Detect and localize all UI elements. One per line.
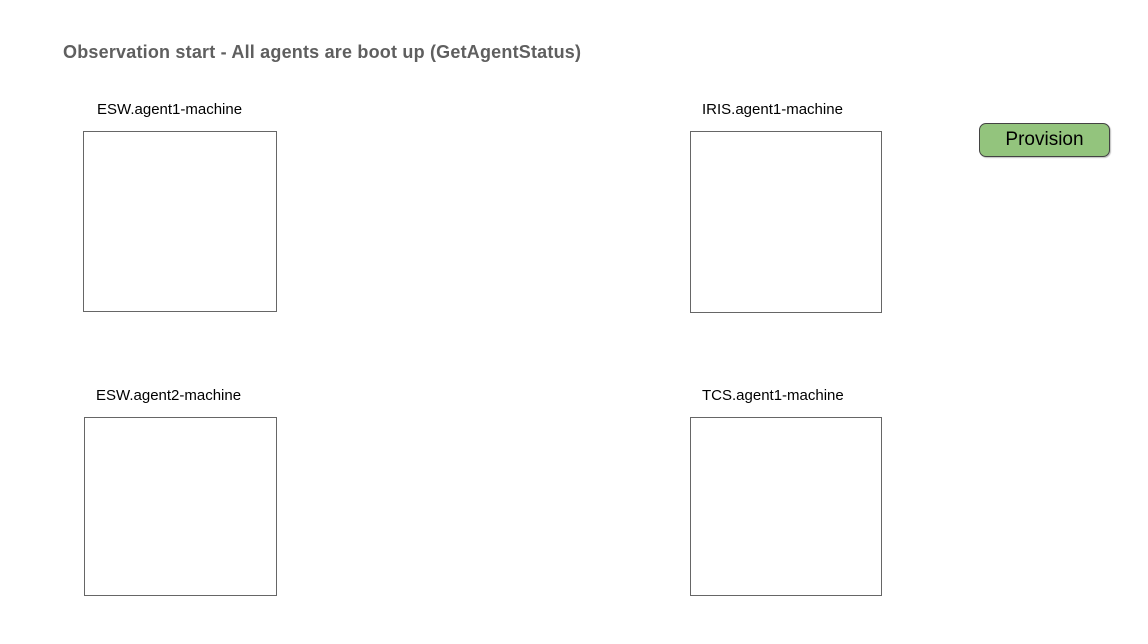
provision-button[interactable]: Provision: [979, 123, 1110, 157]
machine-panel-esw-agent1: ESW.agent1-machine: [83, 102, 277, 312]
machine-box: [84, 417, 277, 596]
machine-label: IRIS.agent1-machine: [702, 101, 843, 118]
machine-label: TCS.agent1-machine: [702, 387, 844, 404]
machine-box: [690, 417, 882, 596]
machine-box: [690, 131, 882, 313]
machine-panel-iris-agent1: IRIS.agent1-machine: [690, 102, 882, 313]
page-title: Observation start - All agents are boot …: [63, 42, 582, 62]
machine-panel-tcs-agent1: TCS.agent1-machine: [690, 388, 882, 596]
machine-label: ESW.agent1-machine: [97, 101, 243, 118]
machine-box: [83, 131, 277, 312]
machine-panel-esw-agent2: ESW.agent2-machine: [84, 388, 277, 596]
machine-label: ESW.agent2-machine: [96, 387, 242, 404]
